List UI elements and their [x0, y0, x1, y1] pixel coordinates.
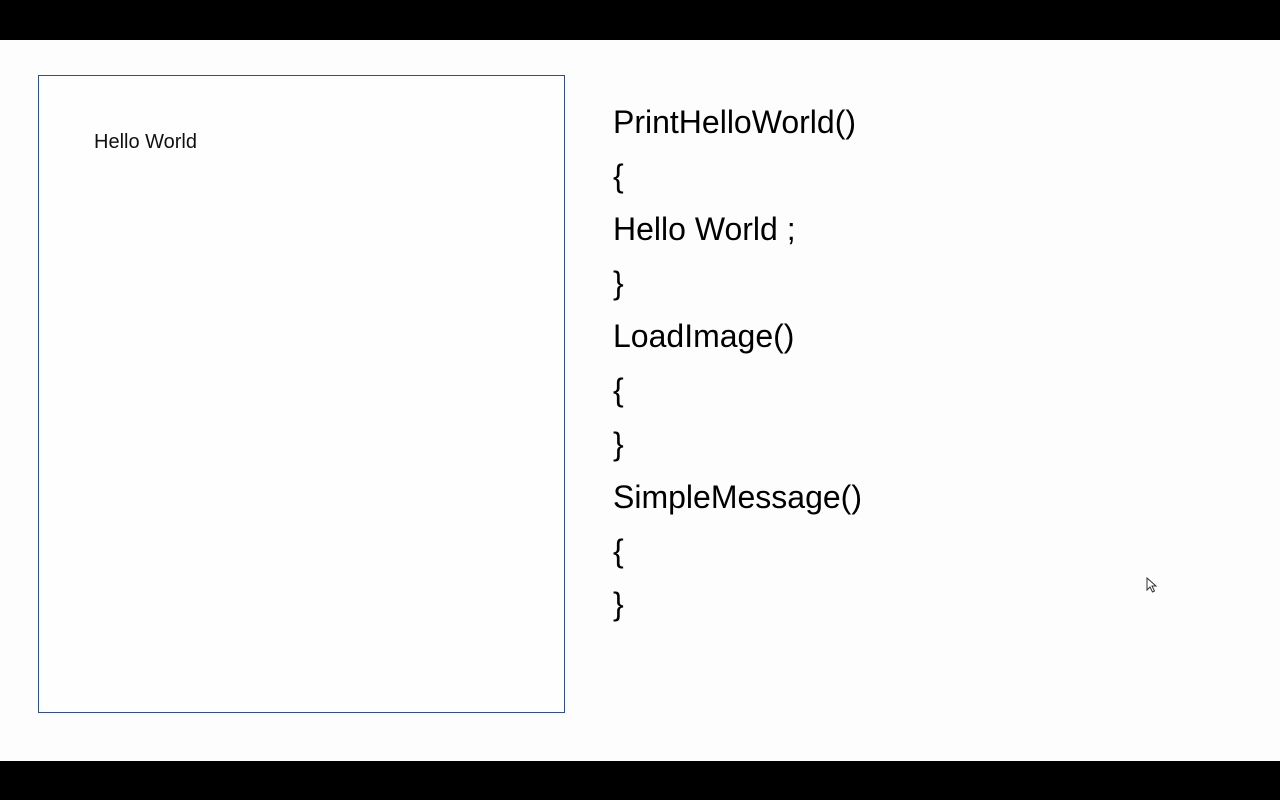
- code-line: }: [613, 586, 624, 623]
- output-panel: Hello World: [38, 75, 565, 713]
- output-text: Hello World: [94, 131, 197, 153]
- letterbox-bottom: [0, 761, 1280, 800]
- mouse-pointer-icon: [1146, 577, 1158, 593]
- code-line: Hello World ;: [613, 211, 796, 248]
- code-line: PrintHelloWorld(): [613, 104, 857, 140]
- code-line: {: [613, 371, 624, 408]
- code-line: {: [613, 532, 624, 569]
- code-line: SimpleMessage(): [613, 479, 862, 516]
- code-line: {: [613, 157, 624, 194]
- slide-canvas: Hello World PrintHelloWorld() { Hello Wo…: [0, 40, 1280, 761]
- code-line: }: [613, 425, 624, 462]
- code-block: PrintHelloWorld() { Hello World ; } Load…: [613, 100, 862, 636]
- code-line: }: [613, 264, 624, 301]
- letterbox-top: [0, 0, 1280, 40]
- code-line: LoadImage(): [613, 318, 795, 355]
